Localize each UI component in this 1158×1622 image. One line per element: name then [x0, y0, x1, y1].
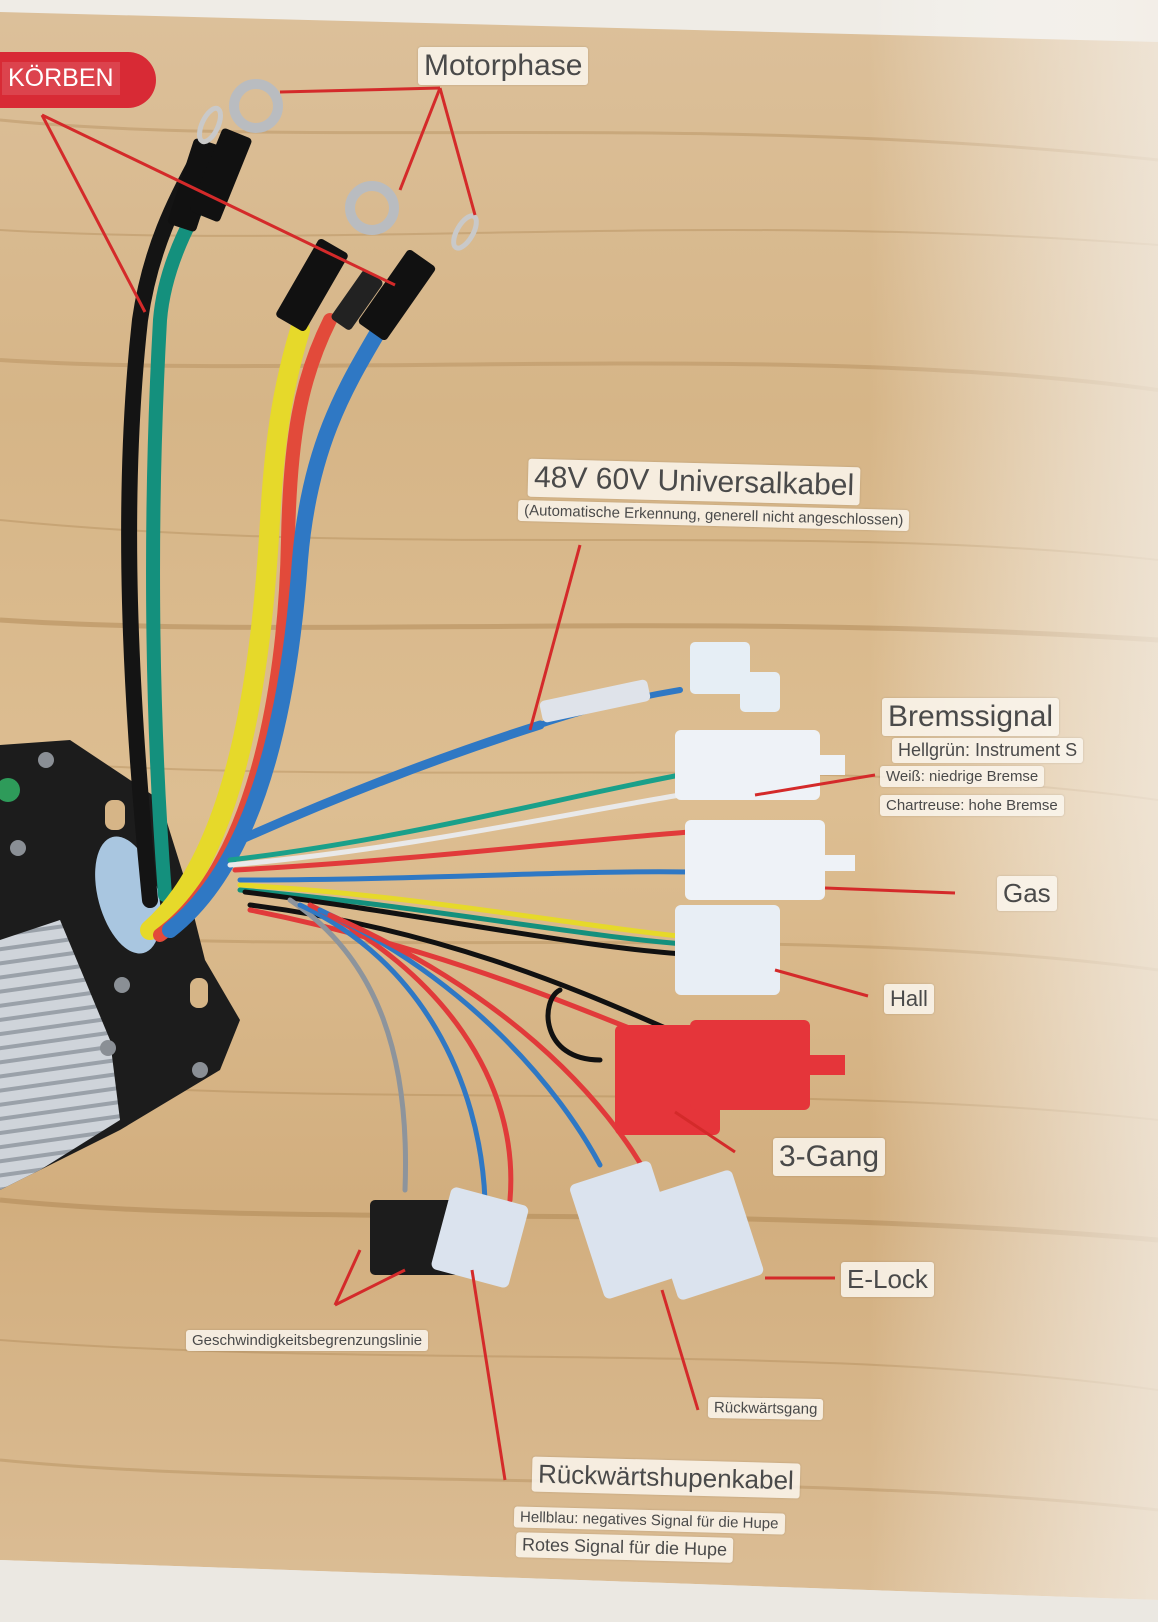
signal-wires [227, 687, 703, 1203]
label-speed-limit: Geschwindigkeitsbegrenzungslinie [186, 1330, 429, 1351]
label-reverse-horn-title: Rückwärtshupenkabel [531, 1456, 801, 1499]
label-3-gang: 3-Gang [773, 1138, 886, 1176]
connector-icon [370, 642, 855, 1300]
label-hall: Hall [884, 984, 934, 1014]
label-gas: Gas [997, 876, 1057, 911]
paper-bottom [0, 1560, 1158, 1622]
ring-terminal-icon [167, 79, 479, 341]
label-brake-title: Bremssignal [882, 698, 1060, 736]
brand-badge-text: KÖRBEN [2, 62, 120, 95]
pointer-lines [40, 86, 956, 1481]
label-brake-chartreuse: Chartreuse: hohe Bremse [880, 795, 1064, 816]
label-e-lock: E-Lock [841, 1262, 934, 1297]
controller-icon [0, 740, 240, 1190]
brand-badge: KÖRBEN [0, 52, 156, 108]
label-motorphase: Motorphase [418, 47, 589, 85]
label-brake-green: Hellgrün: Instrument S [892, 738, 1084, 763]
label-brake-white: Weiß: niedrige Bremse [880, 766, 1045, 787]
label-reverse: Rückwärtsgang [707, 1396, 824, 1421]
